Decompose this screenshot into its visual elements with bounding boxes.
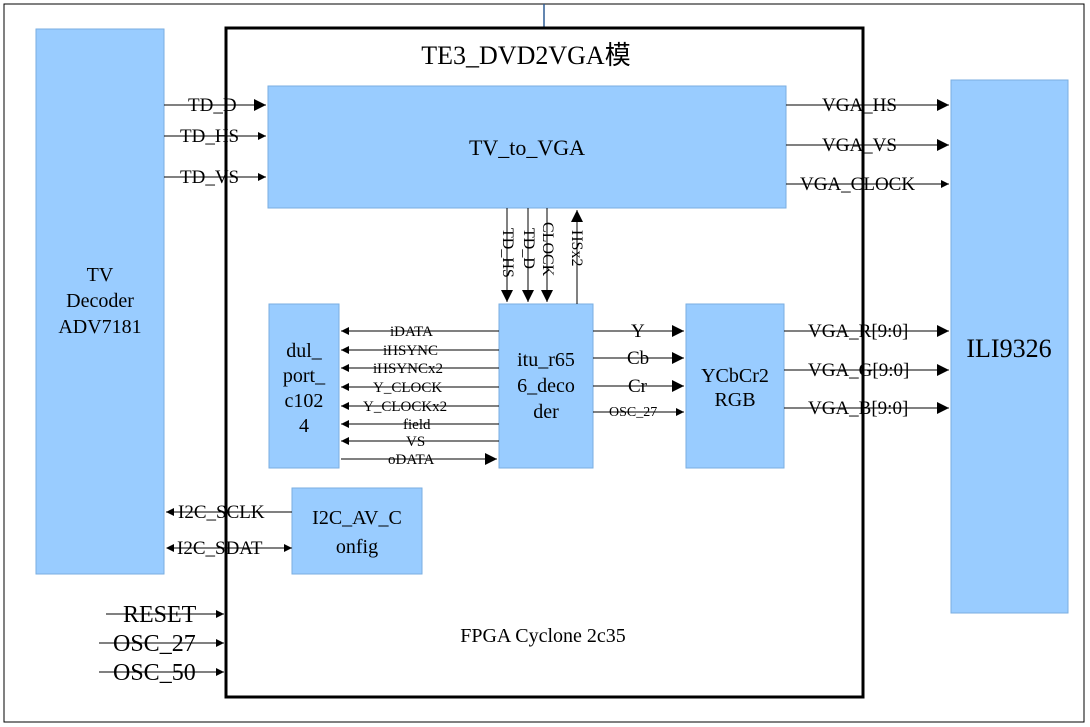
ycbcr2rgb-label-1: YCbCr2 — [701, 365, 769, 387]
diagram-title: TE3_DVD2VGA模 — [421, 41, 630, 70]
label-v-clock: CLOCK — [539, 222, 556, 277]
i2c-av-config-block — [291, 487, 423, 575]
label-osc-50: OSC_50 — [113, 660, 196, 686]
label-vga-vs: VGA_VS — [822, 135, 897, 156]
itu-label-1: itu_r65 — [517, 349, 575, 371]
label-vs: VS — [406, 434, 425, 450]
label-td-hs: TD_HS — [180, 126, 239, 147]
fpga-label: FPGA Cyclone 2c35 — [460, 625, 626, 647]
ili9326-block — [950, 79, 1069, 614]
itu-decoder-block — [498, 303, 594, 469]
label-vga-clock: VGA_CLOCK — [800, 174, 915, 195]
dul-port-label-1: dul_ — [286, 340, 323, 362]
ycbcr2rgb-block — [685, 303, 785, 469]
ili9326-label: ILI9326 — [966, 334, 1051, 363]
i2c-label-1: I2C_AV_C — [312, 507, 402, 529]
dul-port-block — [268, 303, 340, 469]
label-ihsync: iHSYNC — [383, 343, 438, 359]
label-cb: Cb — [627, 348, 649, 369]
label-osc-27: OSC_27 — [113, 631, 196, 657]
dul-port-label-3: c102 — [285, 390, 324, 412]
label-reset: RESET — [123, 602, 197, 628]
label-cr: Cr — [628, 376, 648, 397]
tv-decoder-label-1: TV — [87, 264, 114, 286]
arrow-i2c-sdat-left — [166, 544, 174, 552]
tv-decoder-block — [35, 28, 165, 575]
label-v-td-hs: TD_HS — [499, 228, 516, 278]
label-idata: iDATA — [390, 324, 433, 340]
label-v-hsx2: HSx2 — [568, 230, 585, 266]
itu-label-2: 6_deco — [517, 375, 575, 397]
label-y-clockx2: Y_CLOCKx2 — [363, 399, 447, 415]
tv-decoder-label-2: Decoder — [66, 290, 134, 312]
tv-to-vga-block — [267, 85, 787, 209]
ycbcr2rgb-label-2: RGB — [714, 389, 755, 411]
label-td-vs: TD_VS — [180, 167, 239, 188]
i2c-label-2: onfig — [336, 536, 378, 558]
label-i2c-sdat: I2C_SDAT — [177, 538, 263, 559]
tv-decoder-label-3: ADV7181 — [58, 316, 141, 338]
label-odata: oDATA — [388, 452, 434, 468]
tv-to-vga-label: TV_to_VGA — [469, 135, 585, 160]
label-vga-b: VGA_B[9:0] — [808, 398, 908, 419]
label-i2c-sclk: I2C_SCLK — [178, 502, 265, 523]
label-vga-r: VGA_R[9:0] — [808, 321, 908, 342]
label-td-d: TD_D — [188, 95, 237, 116]
dul-port-label-4: 4 — [299, 415, 309, 437]
label-field: field — [403, 417, 431, 433]
label-osc-27-int: OSC_27 — [609, 405, 657, 420]
label-ihsyncx2: iHSYNCx2 — [373, 361, 443, 377]
dul-port-label-2: port_ — [283, 365, 326, 387]
label-vga-g: VGA_G[9:0] — [808, 360, 909, 381]
label-v-td-d: TD_D — [520, 228, 537, 269]
label-y: Y — [631, 321, 645, 342]
label-vga-hs: VGA_HS — [822, 95, 897, 116]
arrow-i2c-sdat-right — [284, 544, 292, 552]
itu-label-3: der — [533, 401, 559, 423]
label-y-clock: Y_CLOCK — [373, 380, 442, 396]
